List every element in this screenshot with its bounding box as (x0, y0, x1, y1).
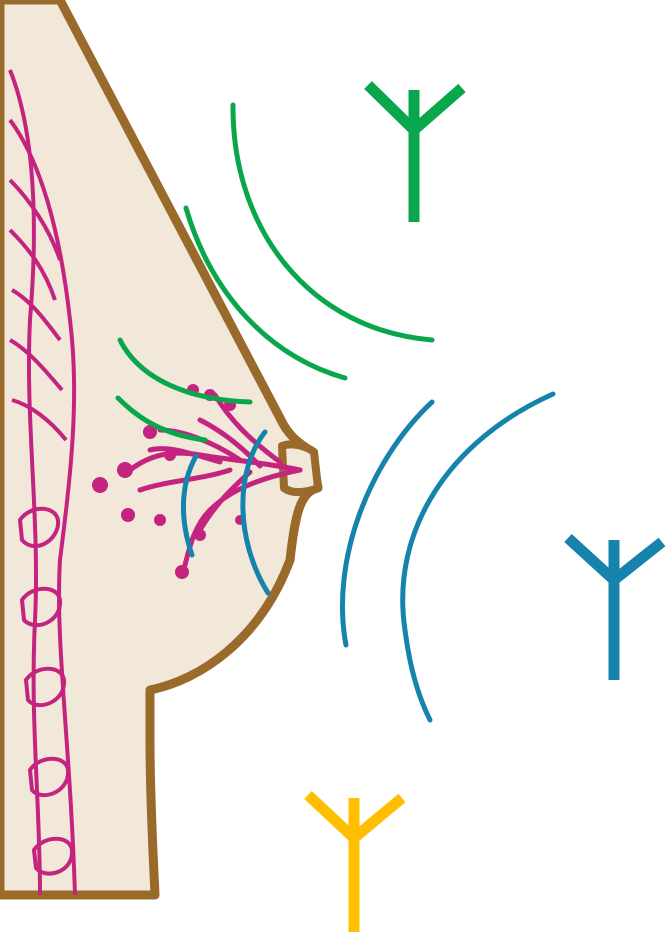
antenna-icon (308, 795, 402, 932)
antenna-icon (368, 85, 462, 222)
antenna-icon (568, 538, 662, 680)
